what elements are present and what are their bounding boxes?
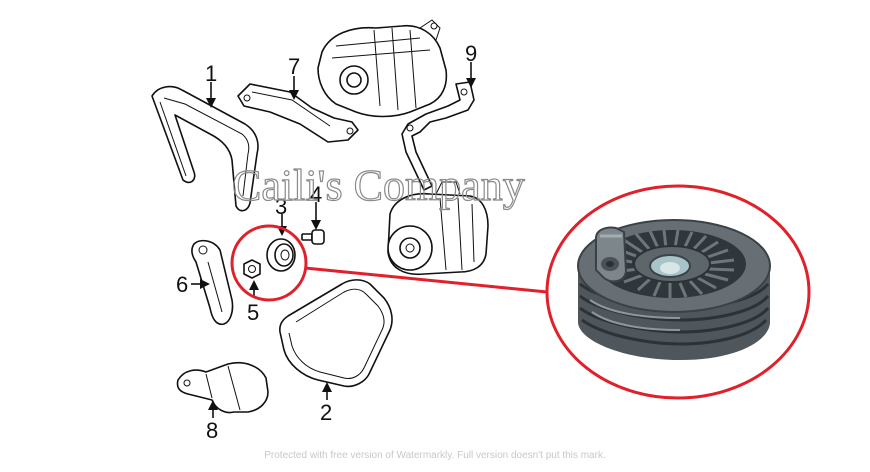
tensioner-arm-part-6 [191,239,234,326]
highlight-callout [230,184,811,400]
bolt-part-4 [301,229,325,245]
company-watermark: Caili's Company [232,161,525,210]
callout-1: 1 [205,61,217,86]
ac-belt-part-2 [279,279,393,388]
callout-6: 6 [176,272,188,297]
callout-labels: 1 2 3 4 5 6 7 8 9 [176,41,477,443]
idler-pulley-part-3 [266,238,296,272]
callout-3: 3 [275,194,287,219]
leader-arrows [191,62,476,418]
alternator [317,19,448,118]
callout-2: 2 [320,400,332,425]
footer-watermark-note: Protected with free version of Watermark… [264,450,605,461]
magnified-pulley [577,219,771,360]
drive-belt-part-1 [151,85,259,212]
ac-compressor [387,181,489,276]
highlight-circle-large [545,184,811,400]
callout-5: 5 [247,300,259,325]
highlight-circle-small [230,224,308,302]
nut-part-5 [243,259,261,279]
highlight-connector-line [304,266,548,294]
callout-4: 4 [310,182,322,207]
callout-9: 9 [465,41,477,66]
callout-8: 8 [206,418,218,443]
callout-7: 7 [288,54,300,79]
belt-cover-part-8 [176,362,269,414]
support-bracket-part-9 [401,81,475,191]
